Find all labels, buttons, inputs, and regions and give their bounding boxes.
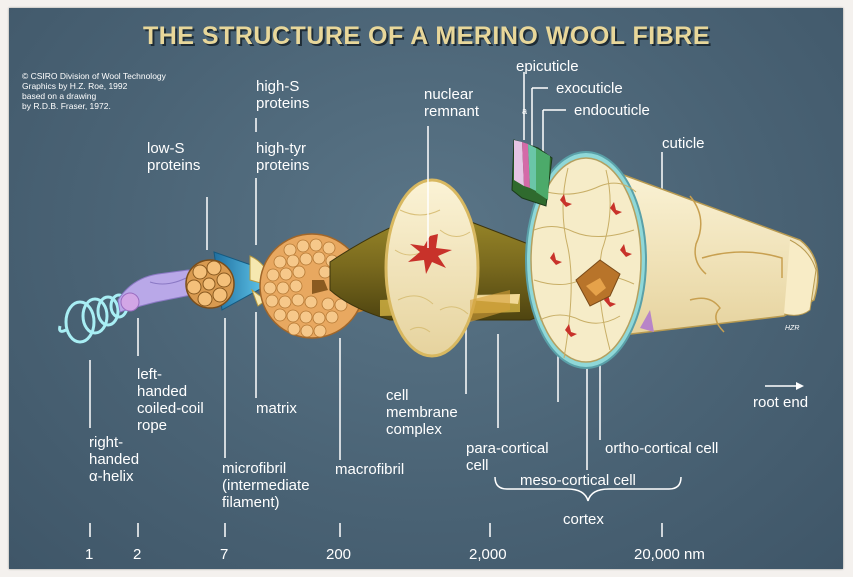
label-line: coiled-coil <box>137 400 204 417</box>
label-line: low-S <box>147 140 200 157</box>
label-line: nuclear <box>424 86 479 103</box>
label-line: high-S <box>256 78 309 95</box>
scale-label: 7 <box>220 546 228 563</box>
label-epicuticle: epicuticle <box>516 58 579 75</box>
label-line: (intermediate <box>222 477 310 494</box>
alpha-helix <box>60 295 127 342</box>
label-para-cortical-cell: para-cortical cell <box>466 440 549 474</box>
cuticle-scale <box>512 140 552 206</box>
label-low-s-proteins: low-S proteins <box>147 140 200 174</box>
label-left-handed-rope: left- handed coiled-coil rope <box>137 366 204 434</box>
label-ortho-cortical-cell: ortho-cortical cell <box>605 440 718 457</box>
label-line: membrane <box>386 404 458 421</box>
label-cell-membrane-complex: cell membrane complex <box>386 387 458 438</box>
label-exocuticle: exocuticle <box>556 80 623 97</box>
arrow-head-icon <box>796 382 804 390</box>
label-right-handed-helix: right- handed α-helix <box>89 434 139 485</box>
label-nuclear-remnant: nuclear remnant <box>424 86 479 120</box>
label-root-end: root end <box>753 394 808 411</box>
microfibril <box>186 252 268 310</box>
scale-label: 20,000 nm <box>634 546 705 563</box>
label-high-tyr-proteins: high-tyr proteins <box>256 140 309 174</box>
label-matrix: matrix <box>256 400 297 417</box>
scale-label: 2,000 <box>469 546 507 563</box>
label-line: proteins <box>147 157 200 174</box>
label-macrofibril: macrofibril <box>335 461 404 478</box>
label-line: complex <box>386 421 458 438</box>
label-line: high-tyr <box>256 140 309 157</box>
label-meso-cortical-cell: meso-cortical cell <box>520 472 636 489</box>
scale-label: 1 <box>85 546 93 563</box>
epicuticle-a-marker: a <box>522 106 527 116</box>
label-line: filament) <box>222 494 310 511</box>
label-microfibril: microfibril (intermediate filament) <box>222 460 310 511</box>
label-line: para-cortical <box>466 440 549 457</box>
label-line: right- <box>89 434 139 451</box>
label-cuticle: cuticle <box>662 135 705 152</box>
label-line: microfibril <box>222 460 310 477</box>
label-endocuticle: endocuticle <box>574 102 650 119</box>
label-line: cell <box>386 387 458 404</box>
label-line: α-helix <box>89 468 139 485</box>
label-high-s-proteins: high-S proteins <box>256 78 309 112</box>
label-line: proteins <box>256 157 309 174</box>
label-line: remnant <box>424 103 479 120</box>
label-line: handed <box>137 383 204 400</box>
scale-label: 200 <box>326 546 351 563</box>
artist-signature: HZR <box>785 325 799 332</box>
label-line: proteins <box>256 95 309 112</box>
scale-label: 2 <box>133 546 141 563</box>
label-line: rope <box>137 417 204 434</box>
label-cortex: cortex <box>563 511 604 528</box>
label-line: left- <box>137 366 204 383</box>
label-line: handed <box>89 451 139 468</box>
